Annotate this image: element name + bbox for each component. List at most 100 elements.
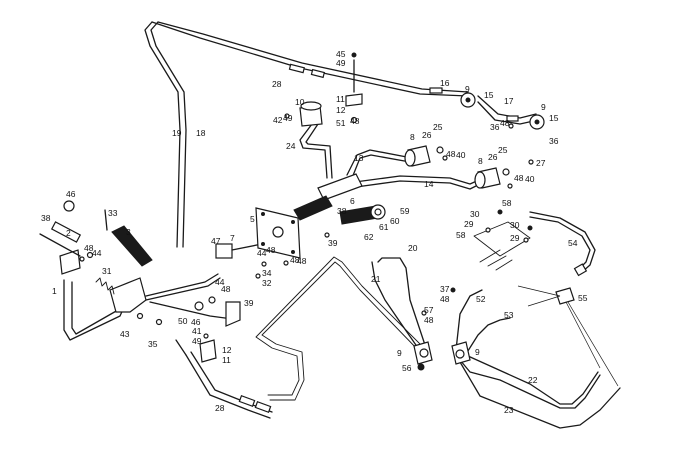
callout: 29 (510, 233, 520, 243)
callout: 44 (215, 277, 225, 287)
callout: 14 (424, 179, 434, 189)
callout: 15 (549, 113, 559, 123)
pipe-24 (299, 123, 333, 179)
callout: 33 (108, 208, 118, 218)
callout: 36 (490, 122, 500, 132)
callout: 48 (440, 294, 450, 304)
clip-11-12-top (345, 52, 363, 124)
callout: 27 (536, 158, 546, 168)
callout: 47 (211, 236, 221, 246)
callout: 59 (400, 206, 410, 216)
callout: 61 (379, 222, 389, 232)
callout: 1 (52, 286, 57, 296)
callout: 36 (549, 136, 559, 146)
callout: 48 (297, 256, 307, 266)
callout: 39 (244, 298, 254, 308)
callout: 23 (504, 405, 514, 415)
callout: 20 (408, 243, 418, 253)
valve-9-top-left (460, 92, 476, 108)
distribution-bar-6 (293, 173, 386, 225)
callout: 40 (456, 150, 466, 160)
bracket-39 (225, 301, 241, 327)
pipe-lower-loop (255, 256, 425, 401)
callout: 60 (390, 216, 400, 226)
valve-body-7 (215, 243, 263, 259)
mounting-plate-5 (255, 207, 301, 259)
valve-9-top-right (529, 114, 545, 130)
callout: 17 (504, 96, 514, 106)
callout: 35 (148, 339, 158, 349)
callout: 24 (286, 141, 296, 151)
callout: 19 (172, 128, 182, 138)
callout: 11 (222, 355, 231, 365)
hose-54 (529, 211, 596, 277)
callout: 56 (402, 363, 412, 373)
callout: 22 (528, 375, 538, 385)
callout: 9 (465, 84, 470, 94)
callout: 48 (221, 284, 231, 294)
valve-9-lower-left (413, 341, 433, 365)
callout: 44 (92, 248, 102, 258)
callout: 3 (126, 227, 131, 237)
cylinder-3 (104, 209, 153, 267)
leaders-55 (517, 285, 619, 387)
callout: 26 (488, 152, 498, 162)
callout: 32 (262, 278, 272, 288)
pedal-lever-1 (39, 221, 147, 341)
callout: 11 (336, 94, 345, 104)
callout: 9 (475, 347, 480, 357)
callout: 13 (354, 153, 364, 163)
pipe-top-16 (151, 21, 469, 97)
valve-8-lower (474, 167, 510, 189)
callout: 8 (478, 156, 483, 166)
callout: 51 (336, 118, 346, 128)
pipe-22-23 (459, 355, 621, 429)
valve-9-lower-right (451, 341, 471, 365)
bracket-group-29-30 (473, 209, 533, 271)
pipe-20-21 (371, 257, 426, 349)
pipe-18-19 (144, 21, 187, 248)
callout: 28 (272, 79, 282, 89)
callout: 28 (215, 403, 225, 413)
callout: 38 (41, 213, 51, 223)
callout: 41 (192, 326, 202, 336)
callout: 54 (568, 238, 578, 248)
callout: 31 (102, 266, 112, 276)
callout: 48 (500, 118, 510, 128)
callout: 48 (446, 149, 456, 159)
pipe-15-17 (477, 95, 539, 125)
callout: 18 (196, 128, 206, 138)
callout: 26 (422, 130, 432, 140)
callout: 10 (295, 97, 305, 107)
callout: 48 (350, 116, 360, 126)
callout: 38 (337, 206, 347, 216)
callout: 57 (424, 305, 434, 315)
callout: 58 (502, 198, 512, 208)
callout: 30 (470, 209, 480, 219)
callout: 25 (498, 145, 508, 155)
callout: 53 (504, 310, 514, 320)
callout: 25 (433, 122, 443, 132)
callout: 48 (290, 255, 300, 265)
callout: 45 (336, 49, 346, 59)
callout: 34 (262, 268, 272, 278)
pipe-13 (346, 149, 413, 179)
pipe-52-53 (455, 289, 511, 355)
callout: 48 (266, 245, 276, 255)
callout: 15 (484, 90, 494, 100)
callout: 46 (66, 189, 76, 199)
callout: 58 (456, 230, 466, 240)
valve-8-upper (404, 145, 444, 167)
callout: 2 (66, 228, 71, 238)
callout: 21 (371, 274, 381, 284)
callout: 43 (120, 329, 130, 339)
callout: 49 (336, 58, 346, 68)
callout: 7 (230, 233, 235, 243)
valve-10 (299, 101, 323, 127)
callout: 40 (525, 174, 535, 184)
callout: 46 (191, 317, 201, 327)
callout: 8 (410, 132, 415, 142)
callout: 48 (514, 173, 524, 183)
